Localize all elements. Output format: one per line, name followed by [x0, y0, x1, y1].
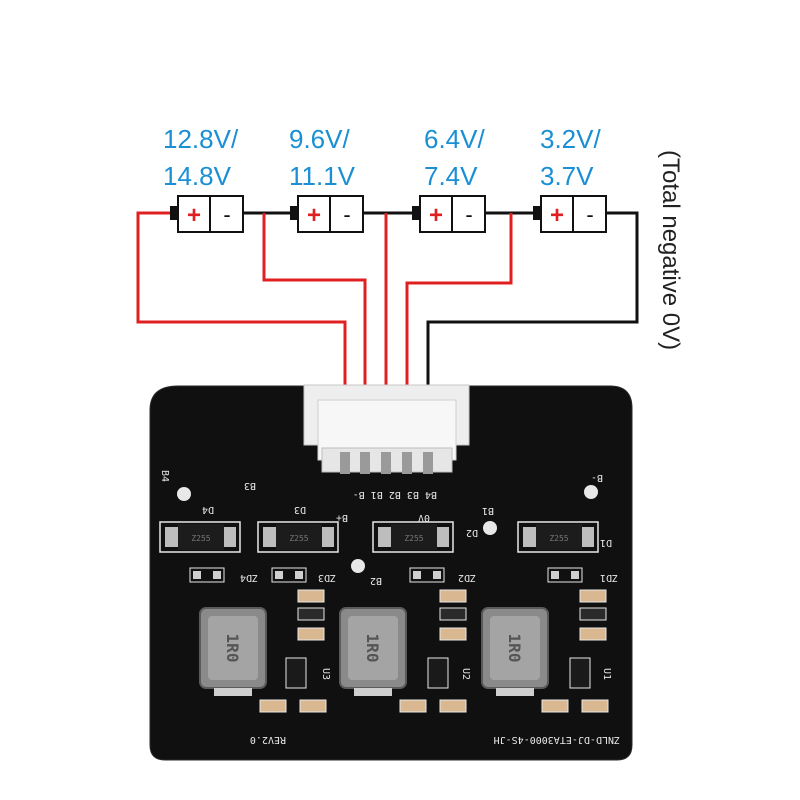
- label-d2: D2: [466, 527, 478, 538]
- svg-text:Z255: Z255: [191, 534, 210, 543]
- label-zd4: ZD4: [240, 572, 258, 583]
- svg-text:Z255: Z255: [289, 534, 308, 543]
- battery-cell-2: + -: [290, 195, 364, 233]
- voltage-labels: 12.8V/ 14.8V 9.6V/ 11.1V 6.4V/ 7.4V 3.2V…: [163, 124, 601, 191]
- plus-sign: +: [307, 202, 321, 229]
- connector-pin: [381, 452, 391, 474]
- label-0v: 0V: [418, 512, 430, 523]
- svg-text:Z255: Z255: [404, 534, 423, 543]
- label-u3: U3: [320, 668, 331, 680]
- battery-cell-4: + -: [533, 195, 607, 233]
- label-u2: U2: [460, 668, 471, 680]
- smd-components: [259, 589, 609, 713]
- battery-terminal: [170, 206, 178, 220]
- wires: [136, 211, 639, 465]
- label-d4: D4: [202, 504, 214, 515]
- inductor-2: 1R0: [339, 607, 407, 696]
- diode-d1: Z255: [517, 521, 599, 553]
- label-b4: B4: [159, 470, 170, 482]
- test-point: [584, 485, 598, 499]
- diode-d2: Z255: [372, 521, 454, 553]
- ic-u3: [285, 657, 307, 689]
- ic-chips: [285, 657, 591, 689]
- connector-pin-labels: B4 B3 B2 B1 B-: [353, 489, 437, 500]
- connector-pin: [360, 452, 370, 474]
- wire-b4: [136, 211, 347, 465]
- minus-sign: -: [343, 202, 350, 227]
- voltage-label-3-line1: 6.4V/: [424, 124, 485, 154]
- minus-sign: -: [465, 202, 472, 227]
- plus-sign: +: [187, 202, 201, 229]
- wire-b3: [262, 213, 367, 465]
- plus-sign: +: [550, 202, 564, 229]
- battery-cells: + - + - + - + -: [170, 195, 607, 233]
- battery-terminal: [412, 206, 420, 220]
- diode-d4: Z255: [159, 521, 241, 553]
- plus-sign: +: [429, 202, 443, 229]
- label-b1: B1: [482, 505, 494, 516]
- battery-cell-1: + -: [170, 195, 244, 233]
- wire-b1: [405, 213, 513, 465]
- label-b3: B3: [244, 480, 256, 491]
- test-point: [177, 487, 191, 501]
- label-d3: D3: [294, 504, 306, 515]
- silkscreen: B4 B3 B2 B1 B- B4 B3 B2 B1 B- B+ 0V D1 D…: [159, 470, 620, 745]
- voltage-label-4-line1: 3.2V/: [540, 124, 601, 154]
- label-b2: B2: [370, 575, 382, 586]
- label-zd2: ZD2: [458, 572, 476, 583]
- test-point: [483, 521, 497, 535]
- voltage-label-2-line1: 9.6V/: [289, 124, 350, 154]
- battery-cell-3: + -: [412, 195, 486, 233]
- label-b-plus: B+: [336, 512, 348, 523]
- ic-u1: [569, 657, 591, 689]
- board-name: ZNLD-DJ-ETA3000-4S-JH: [494, 734, 620, 745]
- label-b-minus: B-: [591, 472, 603, 483]
- label-zd3: ZD3: [318, 572, 336, 583]
- label-zd1: ZD1: [600, 572, 618, 583]
- connector-pin: [340, 452, 350, 474]
- svg-text:1R0: 1R0: [363, 634, 382, 663]
- voltage-label-4-line2: 3.7V: [540, 161, 594, 191]
- pcb-board: B4 B3 B2 B1 B- B4 B3 B2 B1 B- B+ 0V D1 D…: [149, 384, 633, 761]
- ic-u2: [427, 657, 449, 689]
- voltage-label-1-line1: 12.8V/: [163, 124, 239, 154]
- pcb-connector: [303, 384, 470, 474]
- voltage-label-2-line2: 11.1V: [289, 161, 356, 191]
- voltage-label-3-line2: 7.4V: [424, 161, 478, 191]
- board-revision: REV2.0: [250, 734, 286, 745]
- zener-diodes: [189, 567, 583, 583]
- label-u1: U1: [601, 668, 612, 680]
- minus-sign: -: [586, 202, 593, 227]
- svg-text:1R0: 1R0: [223, 634, 242, 663]
- total-negative-label: (Total negative 0V): [657, 150, 684, 350]
- diode-d3: Z255: [257, 521, 339, 553]
- inductor-1: 1R0: [199, 607, 267, 696]
- connector-pin: [423, 452, 433, 474]
- inductor-3: 1R0: [481, 607, 549, 696]
- connector-pin: [402, 452, 412, 474]
- svg-text:Z255: Z255: [549, 534, 568, 543]
- svg-text:1R0: 1R0: [505, 634, 524, 663]
- voltage-label-1-line2: 14.8V: [163, 161, 232, 191]
- battery-terminal: [290, 206, 298, 220]
- wire-b-minus: [426, 211, 639, 465]
- test-point: [351, 559, 365, 573]
- battery-terminal: [533, 206, 541, 220]
- minus-sign: -: [223, 202, 230, 227]
- label-d1: D1: [600, 537, 612, 548]
